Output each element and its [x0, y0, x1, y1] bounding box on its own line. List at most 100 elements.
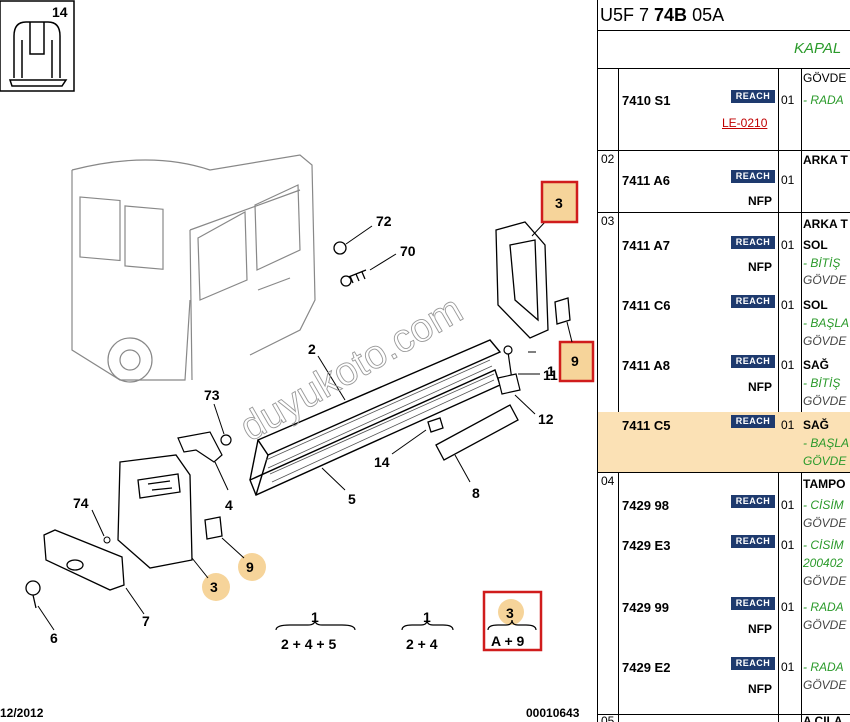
desc: SOL — [803, 238, 828, 252]
note: GÖVDE — [803, 273, 847, 287]
note: - RADA — [803, 660, 844, 674]
highlight-box-9 — [558, 340, 595, 383]
rear-corner-upper — [495, 221, 571, 339]
bolt-70 — [345, 269, 367, 284]
callout-1: 1 — [547, 363, 555, 379]
part-row-highlighted: 7411 C5 REACH 01 SAĞ - BAŞLA GÖVDE — [598, 412, 850, 472]
bracket-12 — [497, 373, 521, 395]
group-number: 02 — [601, 152, 615, 166]
qty: 01 — [781, 600, 795, 614]
desc: SOL — [803, 298, 828, 312]
qty: 01 — [781, 298, 795, 312]
diagram-date: 12/2012 — [0, 706, 44, 720]
note: GÖVDE — [803, 574, 847, 588]
svg-text:1: 1 — [311, 609, 319, 625]
qty: 01 — [781, 538, 795, 552]
part-number-link[interactable]: 7429 99 — [622, 600, 669, 615]
nfp-label: NFP — [748, 380, 772, 394]
desc: SAĞ — [803, 358, 830, 372]
rear-corner-lower — [117, 454, 223, 569]
clip-box — [0, 0, 75, 92]
formula-2: 1 2 + 4 — [401, 609, 454, 652]
qty: 01 — [781, 358, 795, 372]
reach-badge: REACH — [731, 90, 775, 103]
note: - RADA — [803, 600, 844, 614]
callout-7: 7 — [142, 613, 150, 629]
trim-strip-5 — [435, 404, 519, 461]
reach-badge: REACH — [731, 495, 775, 508]
note: GÖVDE — [803, 394, 847, 408]
note: GÖVDE — [803, 334, 847, 348]
callout-8: 4 — [225, 497, 233, 513]
part-number-link[interactable]: 7411 A7 — [622, 238, 670, 253]
note: - BİTİŞ — [803, 256, 841, 270]
note: - BAŞLA — [803, 316, 850, 330]
note: - CİSİM — [803, 538, 844, 552]
qty: 01 — [781, 660, 795, 674]
note: GÖVDE — [803, 454, 847, 468]
part-number-link[interactable]: 7410 S1 — [622, 93, 671, 108]
header-suffix: 05A — [687, 5, 725, 25]
callout-9-upper: 9 — [571, 353, 579, 369]
part-row: 7411 C6 REACH 01 SOL - BAŞLA GÖVDE — [598, 292, 850, 352]
note: - CİSİM — [803, 498, 844, 512]
callout-12: 12 — [538, 411, 554, 427]
note: GÖVDE — [803, 516, 847, 530]
pad-14 — [427, 417, 444, 433]
callout-3-upper: 3 — [555, 195, 563, 211]
box-number: 14 — [52, 4, 68, 20]
table-header: U5F 7 74B 05A — [598, 0, 850, 31]
callout-3-circle — [202, 573, 230, 601]
callout-9-circle — [238, 553, 266, 581]
diagram-svg: 14 72 70 2 5 — [0, 0, 595, 720]
group-row: 02 ARKA T 7411 A6 REACH 01 NFP — [598, 150, 850, 213]
group-number: 03 — [601, 214, 615, 228]
col-divider — [778, 68, 779, 722]
diagram-code: 00010643 — [526, 706, 580, 720]
svg-text:3: 3 — [506, 605, 514, 621]
desc: ARKA T — [803, 217, 848, 231]
col-divider — [801, 68, 802, 722]
le-link[interactable]: LE-0210 — [722, 116, 768, 130]
reach-badge: REACH — [731, 597, 775, 610]
reach-badge: REACH — [731, 535, 775, 548]
callout-70: 70 — [400, 243, 416, 259]
svg-text:A + 9: A + 9 — [491, 633, 525, 649]
svg-text:1: 1 — [423, 609, 431, 625]
screw-6 — [25, 580, 41, 609]
part-number-link[interactable]: 7429 E2 — [622, 660, 671, 675]
nfp-label: NFP — [748, 682, 772, 696]
svg-text:2 + 4 + 5: 2 + 4 + 5 — [281, 636, 336, 652]
callout-74: 74 — [73, 495, 89, 511]
reach-badge: REACH — [731, 415, 775, 428]
nfp-label: NFP — [748, 622, 772, 636]
group-number: 05 — [601, 714, 615, 722]
clip-73 — [220, 434, 232, 446]
part-number-link[interactable]: 7411 C6 — [622, 298, 671, 313]
bolt-70-head — [340, 275, 352, 287]
reach-badge: REACH — [731, 170, 775, 183]
part-row: 7429 E3 REACH 01 - CİSİM 200402 GÖVDE — [598, 532, 850, 594]
desc: ARKA T — [803, 153, 848, 167]
qty: 01 — [781, 498, 795, 512]
part-number-link[interactable]: 7429 98 — [622, 498, 669, 513]
reach-badge: REACH — [731, 657, 775, 670]
nut-72 — [333, 241, 347, 255]
part-row: 7429 99 REACH 01 - RADA GÖVDE NFP — [598, 594, 850, 654]
van-body — [71, 154, 316, 383]
step-tread — [265, 359, 495, 483]
section-label: KAPAL — [794, 40, 842, 57]
clip-74 — [103, 536, 111, 544]
group-row: 04 TAMPO 7429 98 REACH 01 - CİSİM GÖVDE … — [598, 472, 850, 715]
section-label-row: KAPAL — [598, 30, 850, 69]
qty: 01 — [781, 173, 795, 187]
bracket-8 — [177, 431, 223, 463]
part-number-link[interactable]: 7411 A8 — [622, 358, 670, 373]
note: GÖVDE — [803, 618, 847, 632]
nfp-label: NFP — [748, 194, 772, 208]
callout-73: 73 — [204, 387, 220, 403]
part-number-link[interactable]: 7429 E3 — [622, 538, 671, 553]
part-number-link[interactable]: 7411 A6 — [622, 173, 670, 188]
callout-3-lower: 3 — [210, 579, 218, 595]
part-number-link[interactable]: 7411 C5 — [622, 418, 671, 433]
